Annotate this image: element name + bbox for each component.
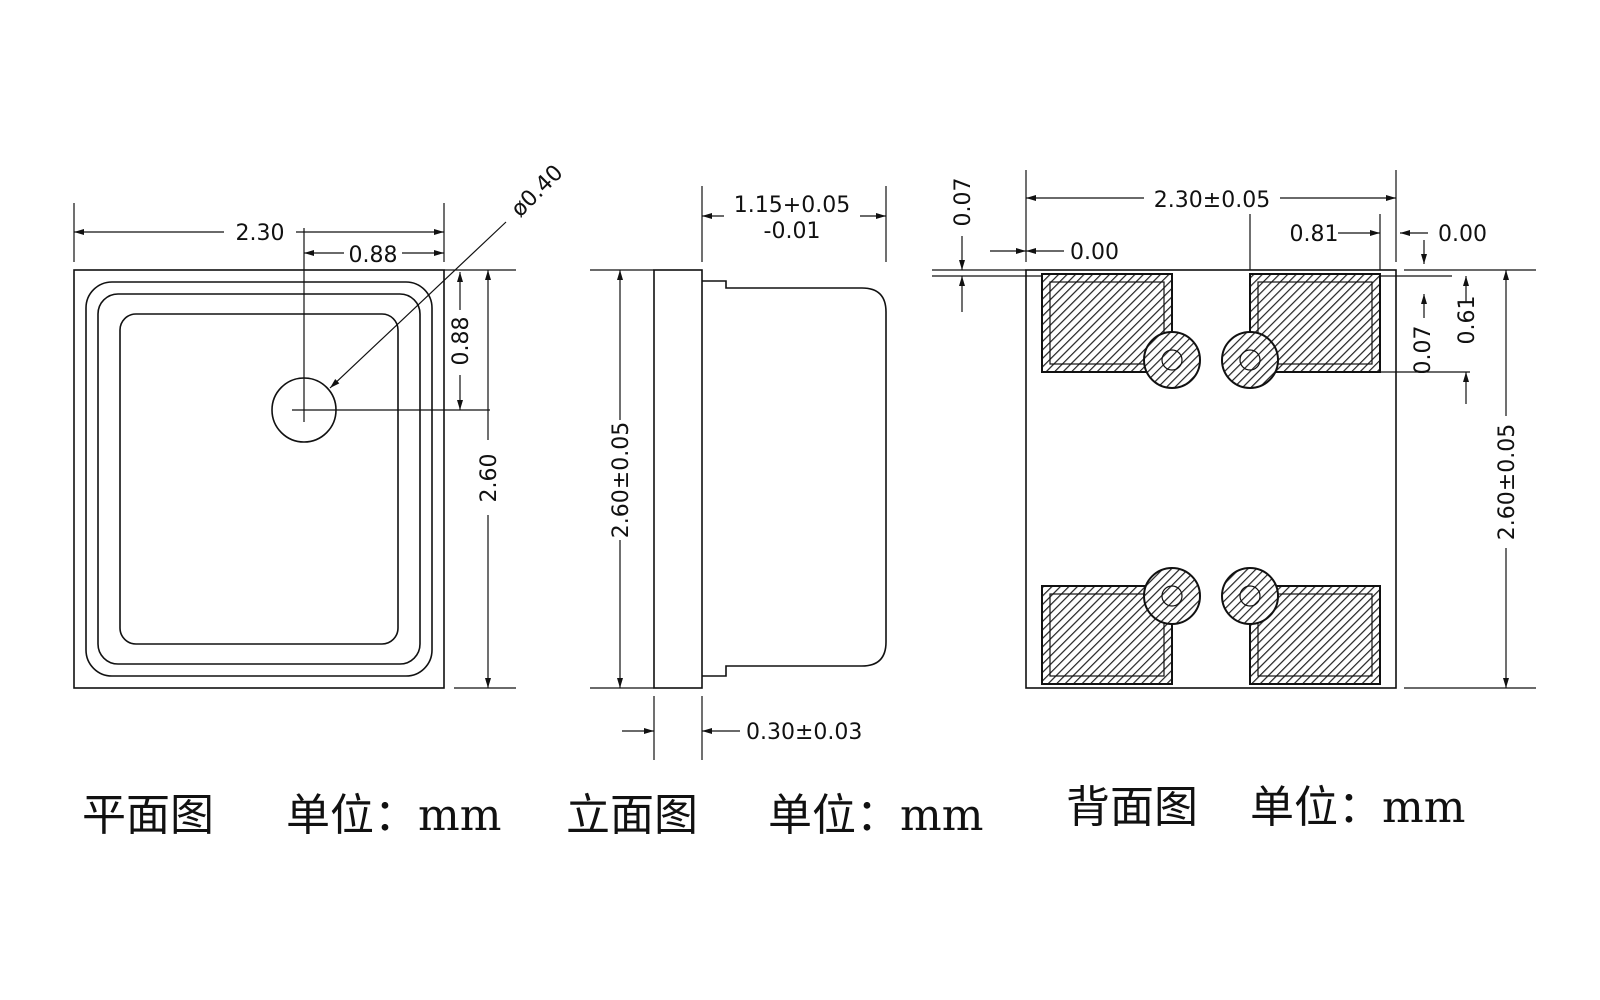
top-view-caption: 平面图 — [82, 790, 214, 841]
side-view-body — [702, 280, 887, 677]
side-height-label: 2.60±0.05 — [609, 422, 634, 538]
back-width-label: 2.30±0.05 — [1154, 188, 1270, 213]
back-right-gap-label: 0.07 — [1411, 326, 1436, 375]
top-view-unit: 单位：mm — [286, 790, 501, 841]
top-offset-y-label: 0.88 — [449, 317, 474, 366]
top-view: 2.30 0.88 0.88 2.60 ø0.40 平面图 单位：mm — [73, 160, 569, 841]
back-view: 2.30±0.05 0.00 0.81 0.00 0.07 0.07 0.61 — [932, 170, 1536, 833]
side-base-label: 0.30±0.03 — [746, 720, 862, 745]
via-bottom-left — [1143, 567, 1201, 625]
side-view-caption: 立面图 — [566, 790, 698, 841]
back-top-gap-label: 0.07 — [951, 178, 976, 227]
top-view-frame-middle — [97, 293, 421, 665]
side-view-base — [653, 269, 703, 689]
top-height-label: 2.60 — [477, 454, 502, 503]
side-depth-label-2: -0.01 — [764, 219, 821, 244]
back-height-label: 2.60±0.05 — [1495, 424, 1520, 540]
top-view-frame-inner — [119, 313, 399, 645]
back-view-outline — [1025, 269, 1397, 689]
back-pad-width-label: 0.81 — [1290, 222, 1339, 247]
side-view: 1.15+0.05 -0.01 2.60±0.05 0.30±0.03 立面图 … — [566, 186, 983, 841]
via-top-left — [1143, 331, 1201, 389]
hole-diameter-label: ø0.40 — [507, 160, 569, 222]
top-offset-x-label: 0.88 — [349, 243, 398, 268]
back-pad-height-label: 0.61 — [1455, 296, 1480, 345]
back-left-offset-label: 0.00 — [1070, 240, 1119, 265]
back-view-unit: 单位：mm — [1250, 782, 1465, 833]
top-view-frame-outer — [85, 281, 433, 677]
top-width-label: 2.30 — [236, 221, 285, 246]
top-view-outline — [73, 269, 445, 689]
side-depth-label-1: 1.15+0.05 — [734, 193, 850, 218]
via-top-right — [1221, 331, 1279, 389]
side-view-unit: 单位：mm — [768, 790, 983, 841]
via-bottom-right — [1221, 567, 1279, 625]
back-right-offset-label: 0.00 — [1438, 222, 1487, 247]
back-view-caption: 背面图 — [1066, 782, 1198, 833]
